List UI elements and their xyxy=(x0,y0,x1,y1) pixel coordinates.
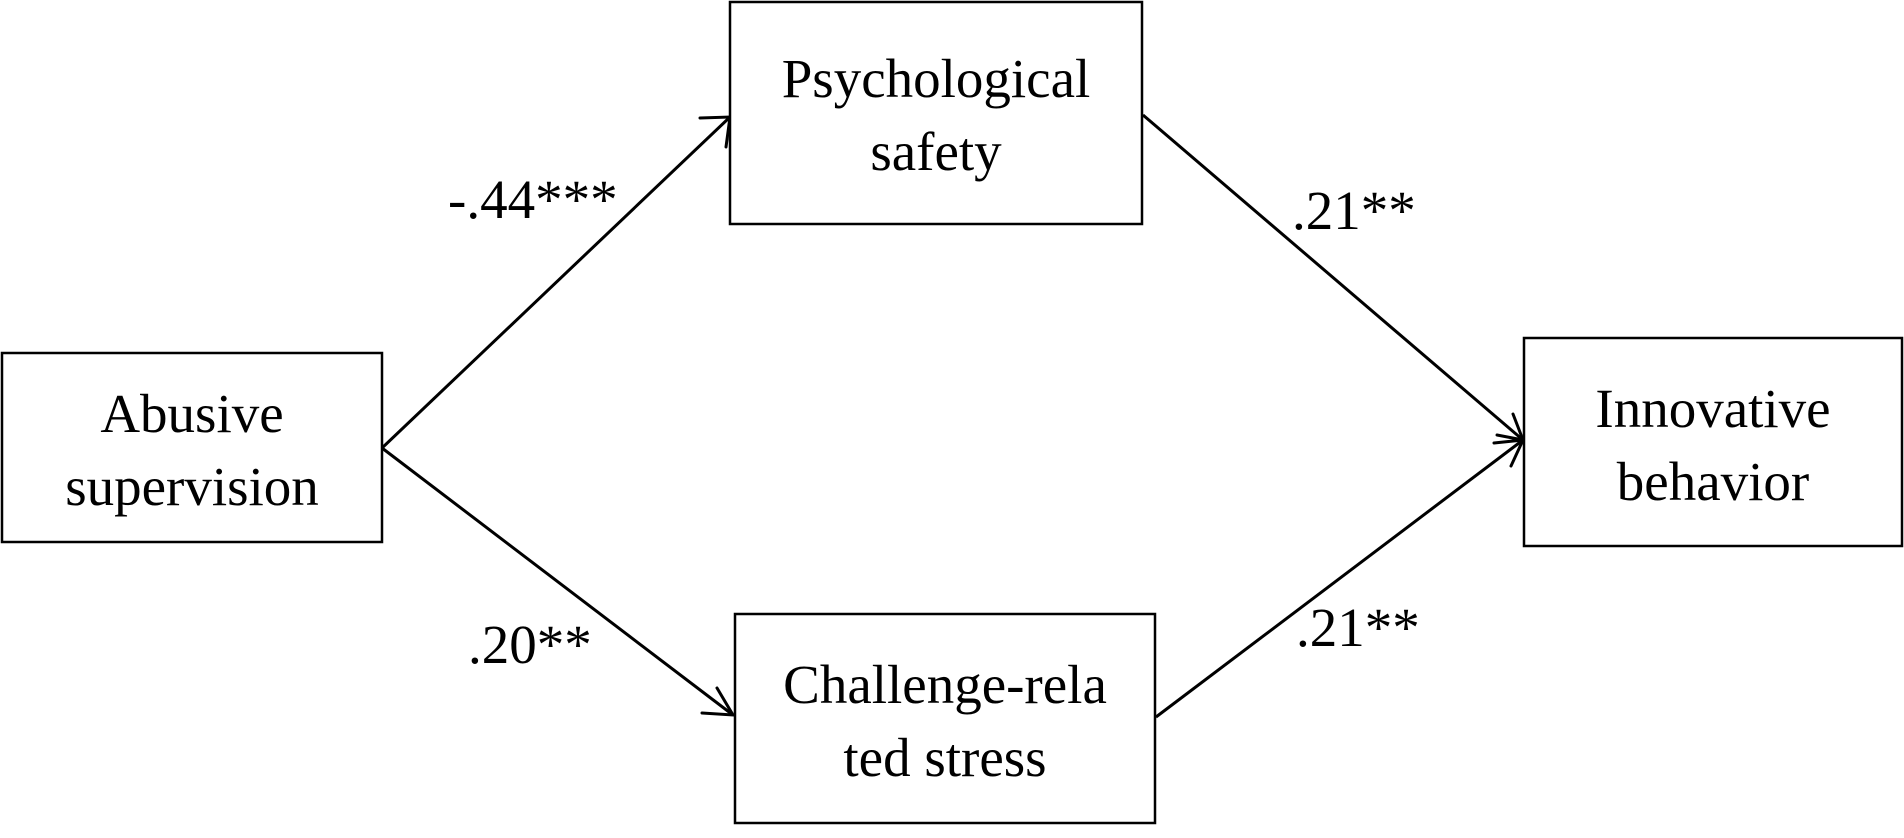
edge-label-sign: - xyxy=(448,169,466,230)
edge-abusive-to-safety xyxy=(380,115,732,450)
node-label-line1: Psychological xyxy=(782,48,1091,109)
node-label-line2: ted stress xyxy=(843,727,1046,788)
edge-label-stress-to-innovative: .21** xyxy=(1296,597,1420,658)
edge-label-value: .44*** xyxy=(466,169,617,230)
edge-label-abusive-to-stress: .20** xyxy=(468,614,592,675)
node-box xyxy=(1522,336,1904,548)
node-innovative-behavior: Innovative behavior xyxy=(1522,336,1904,548)
arrowhead-stress xyxy=(700,686,736,717)
node-box xyxy=(0,351,384,544)
node-label-line1: Abusive xyxy=(100,383,283,444)
node-label-line1: Challenge-rela xyxy=(783,654,1107,715)
node-abusive-supervision: Abusive supervision xyxy=(0,351,384,544)
node-label-line1: Innovative xyxy=(1595,378,1830,439)
node-box xyxy=(733,612,1157,825)
node-label-line2: behavior xyxy=(1617,451,1809,512)
edge-abusive-to-stress xyxy=(381,446,734,717)
node-challenge-related-stress: Challenge-rela ted stress xyxy=(733,612,1157,825)
edge-label-safety-to-innovative: .21** xyxy=(1292,180,1416,241)
edge-label-abusive-to-safety: -.44*** xyxy=(448,169,618,230)
node-label-line2: safety xyxy=(870,121,1002,182)
edge-stress-to-innovative xyxy=(1155,438,1524,719)
node-label-line2: supervision xyxy=(65,456,319,517)
edge-safety-to-innovative xyxy=(1142,113,1524,442)
node-box xyxy=(728,0,1144,226)
node-psychological-safety: Psychological safety xyxy=(728,0,1144,226)
